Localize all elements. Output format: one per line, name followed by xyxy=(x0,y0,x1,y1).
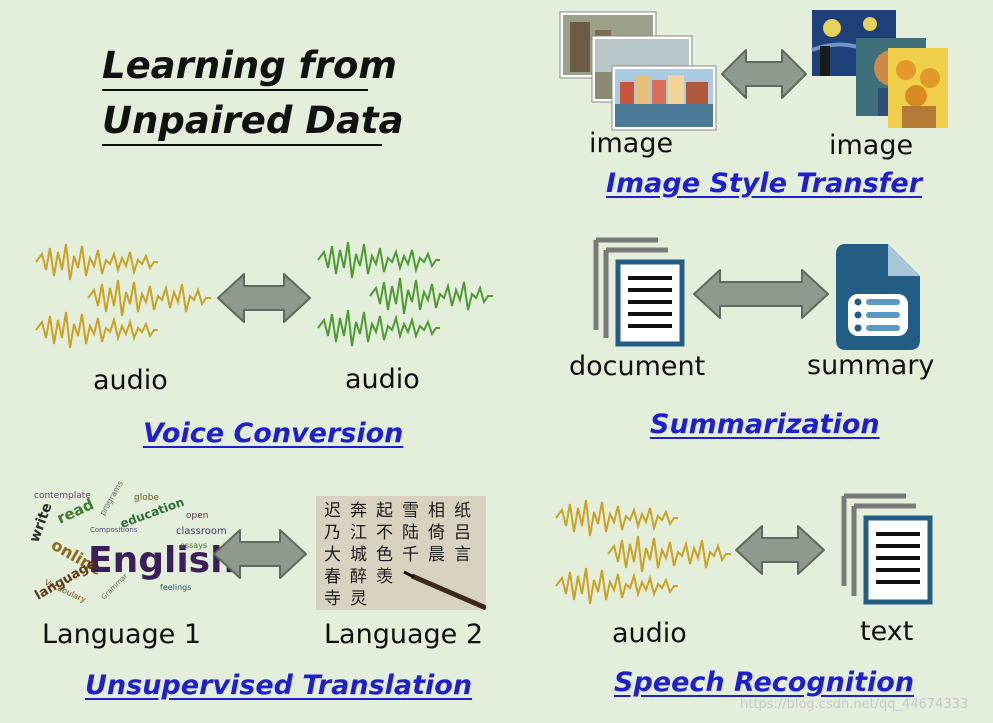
calligraphy-char: 相 xyxy=(428,501,445,521)
word-cloud-word: English xyxy=(88,540,236,581)
brush-pen xyxy=(411,573,486,610)
voice-right-caption: audio xyxy=(345,364,420,395)
word-cloud-word: classroom xyxy=(176,526,227,537)
word-cloud-word: globe xyxy=(134,493,159,503)
calligraphy-char: 千 xyxy=(402,545,419,565)
word-cloud-word: feelings xyxy=(160,583,191,592)
calligraphy-char: 倚 xyxy=(428,523,445,543)
photo-stack-illustration xyxy=(559,11,717,131)
calligraphy-illustration: 迟 乃 大 春 奔 江 城 醉 起 不 色 羡 雪 陆 千 相 倚 晨 纸 吕 … xyxy=(324,501,486,610)
calligraphy-char: 色 xyxy=(376,545,393,565)
audio-waveform-icon xyxy=(317,241,493,347)
double-arrow-icon xyxy=(721,49,807,99)
summarization-link[interactable]: Summarization xyxy=(650,409,880,440)
english-word-cloud: contemplate write read online English la… xyxy=(27,479,236,606)
double-arrow-icon xyxy=(217,273,311,323)
word-cloud-word: programs xyxy=(98,479,125,517)
speech-right-caption: text xyxy=(860,616,914,647)
text-document-stack xyxy=(841,493,938,610)
calligraphy-char: 言 xyxy=(454,545,471,565)
summarization-right-caption: summary xyxy=(807,350,935,381)
speech-recognition-link[interactable]: Speech Recognition xyxy=(614,667,915,698)
calligraphy-char: 陆 xyxy=(402,523,419,543)
translation-left-caption: Language 1 xyxy=(42,619,202,650)
summarization-left-caption: document xyxy=(569,351,706,382)
speech-left-caption: audio xyxy=(612,618,687,649)
word-cloud-word: essays xyxy=(180,541,207,550)
calligraphy-char: 城 xyxy=(350,545,367,565)
voice-conversion-link[interactable]: Voice Conversion xyxy=(143,418,404,449)
title: Learning from Unpaired Data xyxy=(102,44,404,146)
calligraphy-char: 不 xyxy=(376,523,393,543)
calligraphy-image: 迟 乃 大 春 奔 江 城 醉 起 不 色 羡 雪 陆 千 相 倚 晨 纸 吕 … xyxy=(316,496,486,610)
voice-left-caption: audio xyxy=(93,365,168,396)
title-line-2: Unpaired Data xyxy=(102,99,404,146)
word-cloud-word: contemplate xyxy=(34,491,91,501)
unsupervised-translation-link[interactable]: Unsupervised Translation xyxy=(85,670,473,701)
image-style-transfer-link[interactable]: Image Style Transfer xyxy=(606,168,923,199)
summary-doc xyxy=(836,244,920,354)
calligraphy-char: 迟 xyxy=(324,501,341,521)
voice-arrow xyxy=(217,272,311,328)
green-waveforms xyxy=(317,238,493,354)
double-arrow-icon xyxy=(213,529,307,579)
calligraphy-char: 雪 xyxy=(402,501,419,521)
style-right-caption: image xyxy=(829,130,914,161)
audio-waveform-icon xyxy=(35,243,211,349)
style-image-arrow xyxy=(721,48,807,104)
calligraphy-char: 起 xyxy=(376,501,393,521)
translation-arrow xyxy=(213,528,307,584)
double-arrow-icon xyxy=(693,269,829,319)
document-stack xyxy=(593,237,690,352)
calligraphy-char: 羡 xyxy=(376,567,393,587)
title-line-1: Learning from xyxy=(102,44,397,91)
double-arrow-icon xyxy=(735,525,825,575)
summary-icon xyxy=(836,244,920,350)
calligraphy-char: 大 xyxy=(324,545,341,565)
calligraphy-char: 乃 xyxy=(324,523,341,543)
style-left-caption: image xyxy=(589,128,674,159)
word-cloud-word: open xyxy=(186,511,208,521)
word-cloud-illustration: contemplate write read online English la… xyxy=(27,479,236,604)
calligraphy-char: 灵 xyxy=(350,589,367,609)
speech-waveforms xyxy=(555,496,731,612)
translation-right-caption: Language 2 xyxy=(324,619,484,650)
photo-stack xyxy=(559,11,718,131)
speech-arrow xyxy=(735,524,825,580)
calligraphy-char: 寺 xyxy=(324,589,341,609)
calligraphy-char: 晨 xyxy=(428,545,445,565)
calligraphy-char: 奔 xyxy=(350,501,367,521)
calligraphy-char: 纸 xyxy=(454,501,471,521)
calligraphy-char: 江 xyxy=(350,523,367,543)
calligraphy-char: 吕 xyxy=(454,523,471,543)
gold-waveforms xyxy=(35,240,211,356)
document-icon xyxy=(593,237,685,347)
text-icon xyxy=(841,493,933,605)
word-cloud-word: Compositions xyxy=(90,526,138,534)
summarization-arrow xyxy=(693,268,829,324)
audio-waveform-icon xyxy=(555,499,731,605)
painting-stack xyxy=(811,10,952,130)
watermark: https://blog.csdn.net/qq_44674333 xyxy=(740,697,969,712)
painting-stack-illustration xyxy=(811,10,948,128)
calligraphy-char: 春 xyxy=(324,567,341,587)
calligraphy-char: 醉 xyxy=(350,567,367,587)
word-cloud-word: write xyxy=(27,501,56,545)
